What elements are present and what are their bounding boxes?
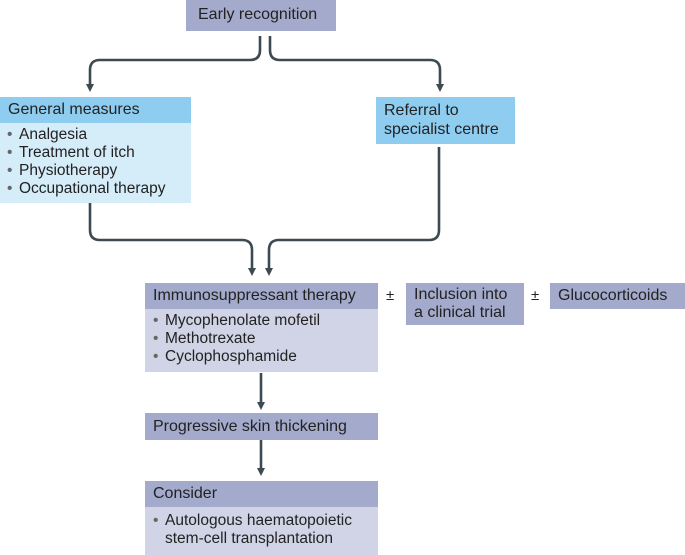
referral-line-2: specialist centre (384, 121, 499, 138)
referral-line-1: Referral to (384, 102, 459, 119)
early-recognition-box: Early recognition (186, 0, 336, 31)
consider-list: Autologous haematopoietic stem-cell tran… (151, 512, 352, 548)
clinical-trial-line-2: a clinical trial (414, 304, 506, 321)
glucocorticoids-label: Glucocorticoids (558, 287, 668, 304)
list-item: Cyclophosphamide (151, 348, 320, 366)
referral-box: Referral to specialist centre (376, 97, 515, 144)
arrow-to-referral (268, 36, 444, 92)
list-item-line-2: stem-cell transplantation (165, 530, 333, 547)
list-item: Treatment of itch (5, 144, 165, 162)
consider-header: Consider (145, 481, 378, 507)
immunosuppressant-title: Immunosuppressant therapy (153, 287, 356, 304)
plus-minus-symbol: ± (531, 287, 540, 304)
glucocorticoids-box: Glucocorticoids (550, 283, 685, 309)
general-measures-header: General measures (0, 97, 191, 123)
general-measures-box: General measures Analgesia Treatment of … (0, 97, 191, 203)
list-item: Analgesia (5, 126, 165, 144)
clinical-trial-box: Inclusion into a clinical trial (406, 283, 524, 325)
arrow-from-referral (265, 147, 441, 276)
arrow-to-general-measures (86, 36, 262, 92)
list-item: Autologous haematopoietic stem-cell tran… (151, 512, 352, 548)
list-item-line-1: Autologous haematopoietic (165, 512, 352, 529)
arrow-from-general-measures (88, 203, 256, 276)
list-item: Physiotherapy (5, 162, 165, 180)
progressive-label: Progressive skin thickening (153, 418, 347, 435)
early-recognition-label: Early recognition (198, 6, 318, 23)
consider-box: Consider Autologous haematopoietic stem-… (145, 481, 378, 555)
immunosuppressant-list: Mycophenolate mofetil Methotrexate Cyclo… (151, 312, 320, 366)
clinical-trial-line-1: Inclusion into (414, 286, 508, 303)
progressive-box: Progressive skin thickening (145, 413, 378, 440)
general-measures-list: Analgesia Treatment of itch Physiotherap… (5, 126, 165, 198)
plus-minus-symbol: ± (386, 287, 395, 304)
consider-title: Consider (153, 485, 218, 502)
general-measures-title: General measures (8, 101, 140, 118)
immunosuppressant-header: Immunosuppressant therapy (145, 283, 378, 309)
list-item: Occupational therapy (5, 180, 165, 198)
immunosuppressant-box: Immunosuppressant therapy Mycophenolate … (145, 283, 378, 372)
list-item: Mycophenolate mofetil (151, 312, 320, 330)
list-item: Methotrexate (151, 330, 320, 348)
